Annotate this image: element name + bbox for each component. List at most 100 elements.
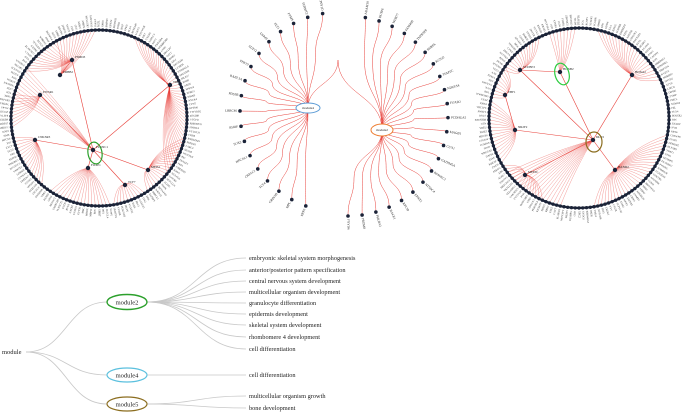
- leaf-node[interactable]: [648, 61, 653, 66]
- leaf-node[interactable]: [488, 99, 493, 103]
- leaf-node[interactable]: [442, 87, 447, 92]
- leaf-node[interactable]: [171, 163, 176, 167]
- leaf-node[interactable]: [444, 129, 449, 134]
- leaf-node[interactable]: [10, 129, 14, 133]
- leaf-node[interactable]: [303, 204, 308, 208]
- leaf-node[interactable]: [61, 35, 65, 40]
- hub-node[interactable]: [90, 147, 96, 153]
- leaf-node[interactable]: [17, 78, 22, 83]
- leaf-node[interactable]: [176, 153, 181, 158]
- leaf-node[interactable]: [71, 200, 76, 204]
- leaf-node[interactable]: [664, 95, 669, 100]
- hub-node[interactable]: [502, 92, 508, 98]
- leaf-node[interactable]: [438, 74, 442, 79]
- leaf-node[interactable]: [581, 206, 585, 210]
- leaf-node[interactable]: [34, 177, 38, 182]
- leaf-node[interactable]: [9, 125, 14, 129]
- leaf-node[interactable]: [666, 129, 670, 133]
- leaf-node[interactable]: [599, 203, 604, 207]
- leaf-node[interactable]: [596, 28, 600, 32]
- leaf-node[interactable]: [666, 106, 671, 111]
- leaf-node[interactable]: [89, 203, 94, 208]
- leaf-node[interactable]: [633, 45, 637, 50]
- leaf-node[interactable]: [178, 150, 182, 154]
- hub-node[interactable]: [145, 167, 151, 173]
- leaf-node[interactable]: [660, 81, 664, 85]
- leaf-node[interactable]: [11, 96, 16, 100]
- leaf-node[interactable]: [610, 32, 614, 37]
- leaf-node[interactable]: [515, 181, 520, 186]
- leaf-node[interactable]: [13, 143, 18, 147]
- leaf-node[interactable]: [492, 147, 497, 152]
- leaf-node[interactable]: [257, 51, 261, 56]
- leaf-node[interactable]: [533, 37, 538, 41]
- leaf-node[interactable]: [346, 214, 350, 218]
- leaf-node[interactable]: [31, 175, 36, 179]
- leaf-node[interactable]: [13, 89, 18, 93]
- leaf-node[interactable]: [139, 193, 144, 197]
- leaf-node[interactable]: [167, 63, 171, 67]
- leaf-node[interactable]: [9, 118, 13, 122]
- leaf-node[interactable]: [584, 205, 589, 210]
- leaf-node[interactable]: [289, 197, 294, 202]
- leaf-node[interactable]: [61, 196, 65, 201]
- leaf-node[interactable]: [25, 66, 29, 70]
- leaf-node[interactable]: [537, 35, 541, 40]
- leaf-node[interactable]: [445, 101, 450, 106]
- leaf-node[interactable]: [584, 26, 589, 31]
- leaf-node[interactable]: [524, 43, 528, 47]
- leaf-node[interactable]: [507, 173, 512, 178]
- leaf-node[interactable]: [238, 109, 242, 113]
- hub-node[interactable]: [32, 137, 38, 143]
- leaf-node[interactable]: [48, 43, 53, 47]
- leaf-node[interactable]: [184, 125, 189, 129]
- leaf-node[interactable]: [182, 92, 186, 97]
- leaf-node[interactable]: [588, 27, 592, 31]
- leaf-node[interactable]: [646, 58, 651, 63]
- leaf-node[interactable]: [658, 77, 663, 82]
- leaf-node[interactable]: [630, 43, 634, 47]
- module-node-2[interactable]: module4: [106, 367, 148, 383]
- leaf-node[interactable]: [154, 182, 159, 187]
- leaf-node[interactable]: [588, 205, 592, 209]
- leaf-node[interactable]: [145, 189, 150, 193]
- leaf-node[interactable]: [37, 52, 41, 56]
- leaf-node[interactable]: [488, 103, 492, 107]
- leaf-node[interactable]: [173, 160, 177, 164]
- leaf-node[interactable]: [86, 28, 90, 33]
- leaf-node[interactable]: [154, 49, 159, 54]
- leaf-node[interactable]: [421, 180, 425, 184]
- leaf-node[interactable]: [606, 201, 611, 205]
- leaf-node[interactable]: [320, 11, 325, 16]
- leaf-node[interactable]: [267, 39, 271, 44]
- leaf-node[interactable]: [655, 71, 659, 75]
- leaf-node[interactable]: [431, 62, 436, 66]
- leaf-node[interactable]: [558, 204, 562, 208]
- leaf-node[interactable]: [89, 28, 94, 33]
- leaf-node[interactable]: [183, 132, 188, 137]
- leaf-node[interactable]: [16, 150, 20, 154]
- leaf-node[interactable]: [423, 50, 427, 55]
- leaf-node[interactable]: [667, 118, 671, 122]
- leaf-node[interactable]: [501, 68, 505, 72]
- leaf-node[interactable]: [554, 29, 559, 33]
- leaf-node[interactable]: [596, 204, 600, 208]
- leaf-node[interactable]: [599, 29, 604, 33]
- leaf-node[interactable]: [139, 39, 144, 43]
- leaf-node[interactable]: [42, 185, 47, 189]
- leaf-node[interactable]: [278, 29, 283, 34]
- leaf-node[interactable]: [79, 30, 83, 34]
- leaf-node[interactable]: [613, 198, 618, 202]
- leaf-node[interactable]: [243, 78, 247, 83]
- leaf-node[interactable]: [530, 39, 535, 43]
- leaf-node[interactable]: [533, 195, 538, 199]
- leaf-node[interactable]: [42, 47, 47, 51]
- module-node-3[interactable]: module5: [106, 396, 148, 412]
- leaf-node[interactable]: [291, 21, 296, 26]
- leaf-node[interactable]: [27, 63, 31, 67]
- leaf-node[interactable]: [487, 118, 491, 122]
- leaf-node[interactable]: [646, 173, 651, 178]
- leaf-node[interactable]: [487, 106, 492, 111]
- leaf-node[interactable]: [490, 140, 495, 144]
- leaf-node[interactable]: [540, 198, 545, 202]
